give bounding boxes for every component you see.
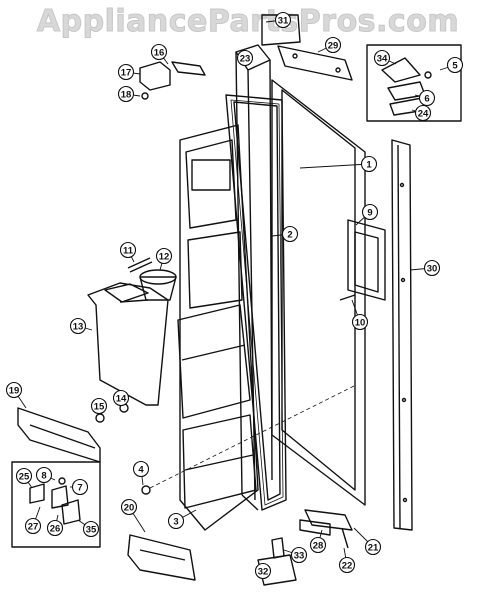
callout-bubble xyxy=(309,536,327,554)
callout-number-19: 19 xyxy=(9,386,20,397)
callout-bubble xyxy=(117,63,135,81)
callout-number-2: 2 xyxy=(287,230,292,241)
callout-number-32: 32 xyxy=(258,567,269,578)
callout-number-17: 17 xyxy=(121,68,132,79)
callout-number-4: 4 xyxy=(138,465,144,476)
small-parts-inset-box xyxy=(11,461,101,548)
callout-bubble xyxy=(361,203,379,221)
callout-bubble xyxy=(274,11,292,29)
callout-bubble xyxy=(446,56,464,74)
callout-number-18: 18 xyxy=(121,90,132,101)
callout-number-14: 14 xyxy=(116,394,127,405)
callout-bubble xyxy=(117,85,135,103)
callout-number-8: 8 xyxy=(41,471,46,482)
callout-bubble xyxy=(24,517,42,535)
callout-bubble xyxy=(46,519,64,537)
rod-part xyxy=(127,257,153,273)
callout-number-28: 28 xyxy=(313,541,324,552)
callout-bubble xyxy=(351,313,369,331)
callout-bubble xyxy=(112,389,130,407)
callout-bubble xyxy=(338,556,356,574)
chute-cup-part xyxy=(139,269,177,301)
callout-number-29: 29 xyxy=(328,41,339,52)
callout-number-30: 30 xyxy=(427,264,438,275)
callout-bubble xyxy=(364,538,382,556)
callout-bubble xyxy=(324,36,342,54)
callout-bubble xyxy=(418,89,436,107)
callout-bubble xyxy=(281,225,299,243)
inner-door-liner-part xyxy=(177,124,259,531)
outer-door-panel-part xyxy=(271,79,366,506)
callout-bubble xyxy=(69,317,87,335)
callout-number-6: 6 xyxy=(424,94,429,105)
trim-strip-part xyxy=(391,139,413,531)
callout-number-11: 11 xyxy=(123,246,134,257)
screw-parts xyxy=(95,403,151,495)
callout-bubble xyxy=(120,498,138,516)
callout-number-1: 1 xyxy=(366,160,372,171)
callout-number-13: 13 xyxy=(73,322,84,333)
callout-bubble xyxy=(423,259,441,277)
dispenser-panel-part xyxy=(339,219,386,301)
callout-number-26: 26 xyxy=(50,524,61,535)
callout-bubble xyxy=(360,155,378,173)
callout-number-23: 23 xyxy=(240,54,251,65)
callout-bubble xyxy=(82,520,100,538)
callout-bubble xyxy=(150,43,168,61)
callout-number-31: 31 xyxy=(278,16,289,27)
callout-number-10: 10 xyxy=(355,318,366,329)
door-bin-part xyxy=(127,534,196,581)
callout-bubble xyxy=(132,460,150,478)
callout-bubble xyxy=(155,247,173,265)
door-gasket-part xyxy=(225,94,287,511)
callout-bubble xyxy=(167,512,185,530)
callout-bubble xyxy=(5,381,23,399)
callout-number-35: 35 xyxy=(86,525,97,536)
callout-bubble xyxy=(236,49,254,67)
callout-number-12: 12 xyxy=(159,252,170,263)
callout-number-25: 25 xyxy=(19,472,30,483)
callout-number-9: 9 xyxy=(367,208,372,219)
callout-bubble xyxy=(414,104,432,122)
callout-number-34: 34 xyxy=(377,54,388,65)
callout-bubble xyxy=(71,478,89,496)
callout-number-20: 20 xyxy=(124,503,135,514)
bottom-hinge-parts xyxy=(299,509,353,549)
callout-number-15: 15 xyxy=(94,402,105,413)
callout-number-21: 21 xyxy=(368,543,379,554)
callout-bubble xyxy=(35,466,53,484)
callout-bubble xyxy=(119,241,137,259)
callout-number-27: 27 xyxy=(28,522,39,533)
callout-number-22: 22 xyxy=(342,561,353,572)
callout-number-7: 7 xyxy=(77,483,82,494)
callout-number-33: 33 xyxy=(294,551,305,562)
callout-number-16: 16 xyxy=(154,48,165,59)
callout-leader-line xyxy=(299,163,370,169)
callout-bubble xyxy=(373,49,391,67)
callout-number-24: 24 xyxy=(418,109,429,120)
callout-bubble xyxy=(254,562,272,580)
latch-parts xyxy=(139,61,206,100)
callout-bubble xyxy=(15,467,33,485)
callout-bubble xyxy=(90,397,108,415)
watermark: AppliancePartsPros.com xyxy=(36,4,460,40)
small-tray-part xyxy=(17,407,101,463)
dispenser-housing-part xyxy=(87,282,169,406)
callout-number-5: 5 xyxy=(452,61,458,72)
callout-number-3: 3 xyxy=(173,517,178,528)
callout-bubble xyxy=(290,546,308,564)
